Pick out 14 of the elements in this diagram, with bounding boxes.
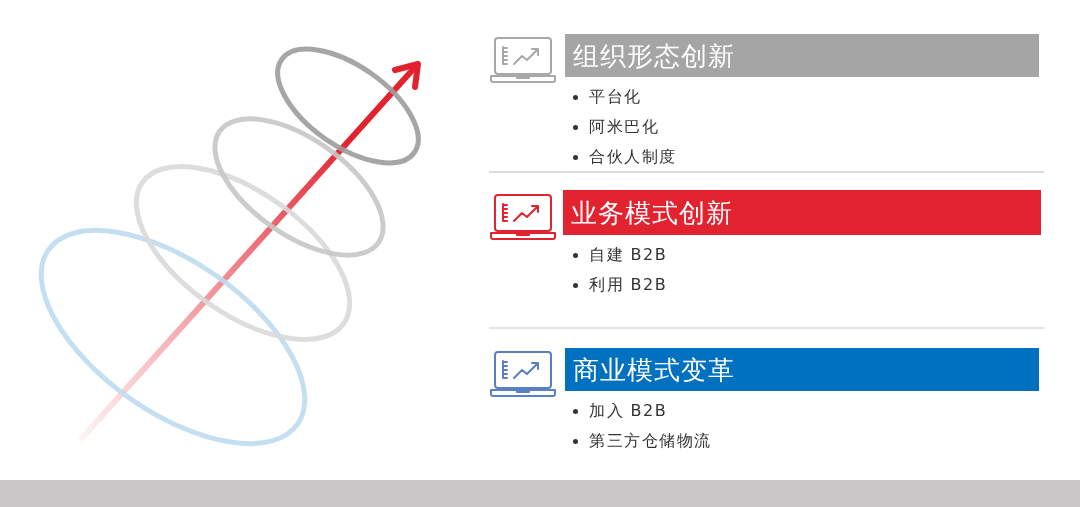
section-header-bar: [565, 348, 1039, 391]
section-title: 组织形态创新: [573, 42, 735, 69]
bottom-band: [0, 480, 1080, 507]
bullet-text: 合伙人制度: [589, 147, 677, 167]
bullet-text: 加入 B2B: [589, 401, 668, 421]
bullet-text: 自建 B2B: [589, 245, 668, 265]
bullet-text: 第三方仓储物流: [589, 431, 712, 451]
section-header-bar: [563, 190, 1041, 235]
section-title: 业务模式创新: [571, 199, 733, 226]
section-header-bar: [565, 34, 1039, 77]
bullet-text: 平台化: [589, 87, 642, 107]
bullet-text: 阿米巴化: [589, 117, 659, 137]
bullet-text: 利用 B2B: [589, 275, 668, 295]
section-title: 商业模式变革: [573, 356, 735, 383]
